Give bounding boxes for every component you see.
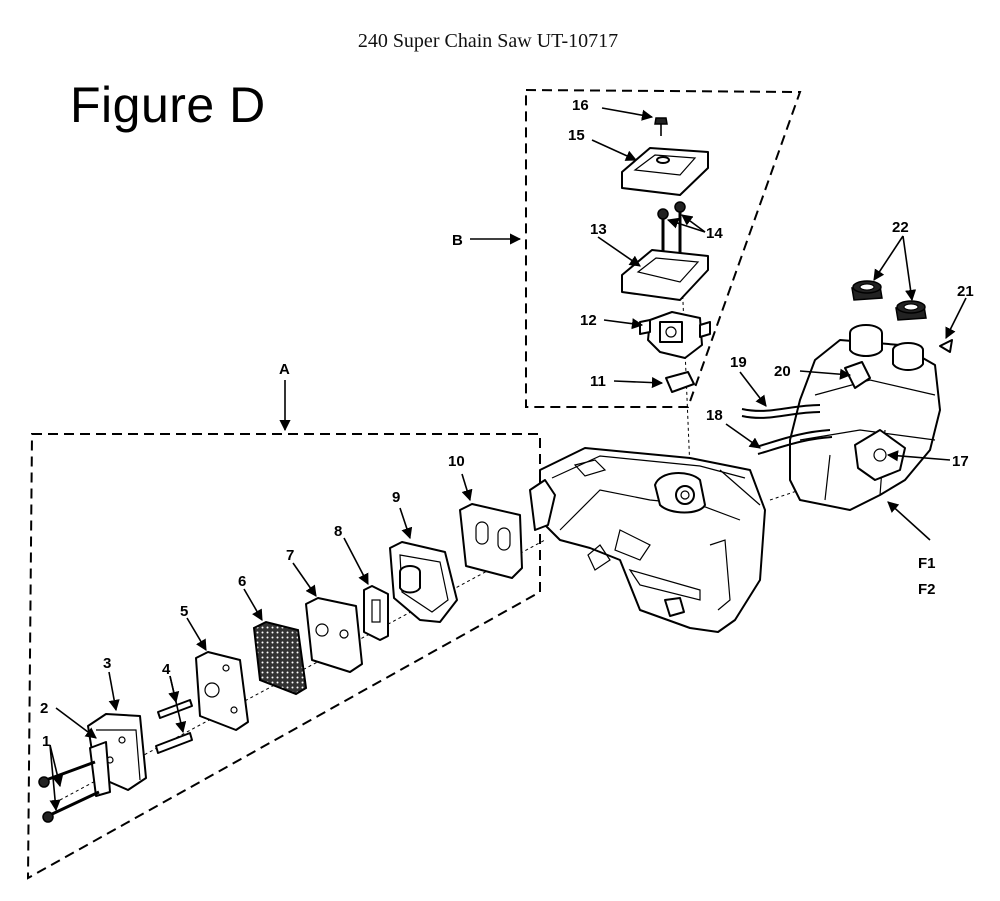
callout-5: 5 (180, 603, 188, 620)
carburetor-group (621, 117, 711, 393)
callout-8: 8 (334, 523, 342, 540)
group-label-a: A (279, 361, 290, 378)
callout-4: 4 (162, 661, 171, 678)
callout-19: 19 (730, 354, 747, 371)
callout-18: 18 (706, 407, 723, 424)
callout-3: 3 (103, 655, 111, 672)
fuel-tank-assembly (789, 324, 941, 511)
callout-22: 22 (892, 219, 909, 236)
callout-14: 14 (706, 225, 723, 242)
callout-7: 7 (286, 547, 294, 564)
page-title: 240 Super Chain Saw UT-10717 (357, 30, 619, 52)
figure-label: Figure D (70, 77, 266, 133)
group-label-f2: F2 (918, 581, 936, 598)
group-label-b: B (452, 232, 463, 249)
callout-21: 21 (957, 283, 974, 300)
group-a-dashed-box (26, 433, 541, 880)
callout-16: 16 (572, 97, 589, 114)
callout-20: 20 (774, 363, 791, 380)
leader-lines (49, 107, 967, 812)
group-b-dashed-box (525, 88, 802, 408)
air-filter-group (38, 503, 523, 823)
callout-6: 6 (238, 573, 246, 590)
callout-2: 2 (40, 700, 48, 717)
hose-18 (755, 429, 831, 448)
callout-17: 17 (952, 453, 969, 470)
engine-housing (529, 447, 766, 633)
vent-21 (939, 339, 953, 353)
callout-1: 1 (42, 733, 50, 750)
callout-13: 13 (590, 221, 607, 238)
callout-9: 9 (392, 489, 400, 506)
callout-15: 15 (568, 127, 585, 144)
fuel-caps (851, 280, 927, 321)
callout-12: 12 (580, 312, 597, 329)
group-label-f1: F1 (918, 555, 936, 572)
callout-10: 10 (448, 453, 465, 470)
callout-11: 11 (590, 373, 606, 390)
hose-19 (741, 404, 821, 412)
